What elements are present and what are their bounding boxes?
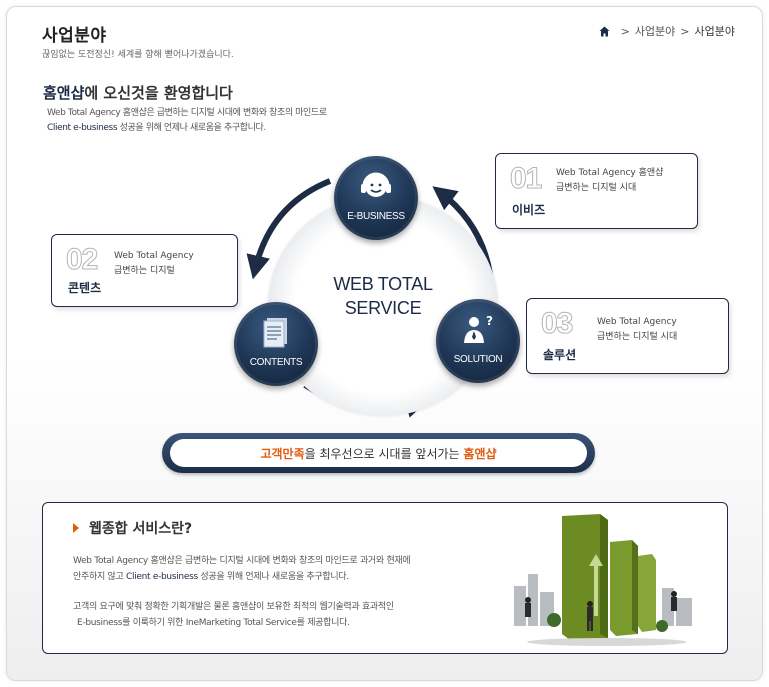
breadcrumb-separator: > [680,24,690,38]
service-p1-line-1: Web Total Agency 홈앤샵은 급변하는 디지털 시대에 변화와 창… [73,556,411,566]
slogan-middle: 을 최우선으로 시대를 앞서가는 [304,446,464,461]
node-contents[interactable]: CONTENTS [234,302,318,386]
service-p2-line-2: E-business를 이룩하기 위한 IneMarketing Total S… [77,618,350,628]
card-text-line-1: Web Total Agency [597,317,677,327]
card-number: 02 [65,243,98,277]
card-solution[interactable]: 03 Web Total Agency 급변하는 디지털 시대 솔루션 [526,298,729,374]
green-bars [562,514,656,640]
card-text-line-1: Web Total Agency [114,251,194,261]
service-p1-line-2-b: 성공을 위해 언제나 새로움을 추구합니다. [197,572,349,582]
breadcrumb-item-current: 사업분야 [694,25,735,38]
breadcrumb-separator: > [620,24,630,38]
growth-arrow [589,554,603,616]
slogan-highlight-1: 고객만족 [260,446,305,461]
core-text-line-2: SERVICE [344,298,422,318]
breadcrumb-item-1[interactable]: 사업분야 [634,25,676,38]
node-label: CONTENTS [249,357,303,368]
card-ebiz[interactable]: 01 Web Total Agency 홈앤샵 급변하는 디지털 시대 이비즈 [495,153,698,229]
node-label: SOLUTION [453,354,503,365]
service-paragraph-1: Web Total Agency 홈앤샵은 급변하는 디지털 시대에 변화와 창… [73,553,411,585]
core-text: WEB TOTAL SERVICE [268,272,498,320]
card-text-line-2: 급변하는 디지털 [114,266,175,276]
card-text-line-1: Web Total Agency 홈앤샵 [556,168,664,178]
service-paragraph-2: 고객의 요구에 맞춰 정확한 기획개발은 물론 홈앤샵이 보유한 최적의 웹기술… [73,599,394,631]
welcome-heading-rest: 에 오신것을 환영합니다 [84,84,233,102]
card-text: Web Total Agency 홈앤샵 급변하는 디지털 시대 [556,166,663,196]
card-text: Web Total Agency 급변하는 디지털 [114,249,194,279]
welcome-description: Web Total Agency 홈앤샵은 급변하는 디지털 시대에 변화와 창… [47,106,327,136]
service-title-text: 웹종합 서비스란? [89,521,193,537]
card-name: 이비즈 [512,203,546,217]
card-text-line-2: 급변하는 디지털 시대 [597,332,678,342]
business-figures [525,591,677,631]
welcome-heading: 홈앤샵에 오신것을 환영합니다 [43,82,233,103]
service-title: 웹종합 서비스란? [73,518,192,538]
welcome-line-1: Web Total Agency 홈앤샵은 급변하는 디지털 시대에 변화와 창… [47,108,327,118]
welcome-line-2-rest: 성공을 위해 언제나 새로움을 추구합니다. [117,123,267,133]
trees [547,613,668,632]
card-number: 03 [540,307,573,341]
client-ebusiness-text: Client e-business [126,572,198,582]
service-p1-line-2: 안주하지 않고 Client e-business 성공을 위해 언제나 새로움… [73,569,410,585]
slogan-highlight-2: 홈앤샵 [463,446,497,461]
document-icon [263,318,287,348]
page-subtitle: 끊임없는 도전정신! 세계를 향해 뻗어나가겠습니다. [42,50,234,60]
service-p2-line-1: 고객의 요구에 맞춰 정확한 기획개발은 물론 홈앤샵이 보유한 최적의 웹기술… [73,602,394,612]
person-question-icon: ? [464,314,493,343]
home-icon[interactable] [599,26,610,37]
page-title: 사업분야 [42,26,107,46]
client-ebusiness-text: Client e-business [47,123,118,133]
headset-icon [361,172,391,197]
node-solution[interactable]: ? SOLUTION [436,299,520,383]
growth-graphic [514,514,692,646]
node-ebusiness[interactable]: E-BUSINESS [334,156,418,240]
card-text-line-2: 급변하는 디지털 시대 [556,183,637,193]
breadcrumb: > 사업분야 > 사업분야 [599,23,735,39]
card-contents[interactable]: 02 Web Total Agency 급변하는 디지털 콘텐츠 [51,234,238,307]
card-text: Web Total Agency 급변하는 디지털 시대 [597,315,677,345]
card-number: 01 [509,162,542,196]
welcome-brand: 홈앤샵 [43,84,85,102]
chevron-right-icon [73,523,79,533]
core-text-line-1: WEB TOTAL [333,274,433,294]
card-name: 솔루션 [543,348,577,362]
node-label: E-BUSINESS [347,211,405,222]
welcome-line-2: Client e-business 성공을 위해 언제나 새로움을 추구합니다. [47,121,327,136]
service-p1-line-2-a: 안주하지 않고 [73,572,127,582]
card-name: 콘텐츠 [68,281,102,295]
svg-text:?: ? [486,314,493,328]
